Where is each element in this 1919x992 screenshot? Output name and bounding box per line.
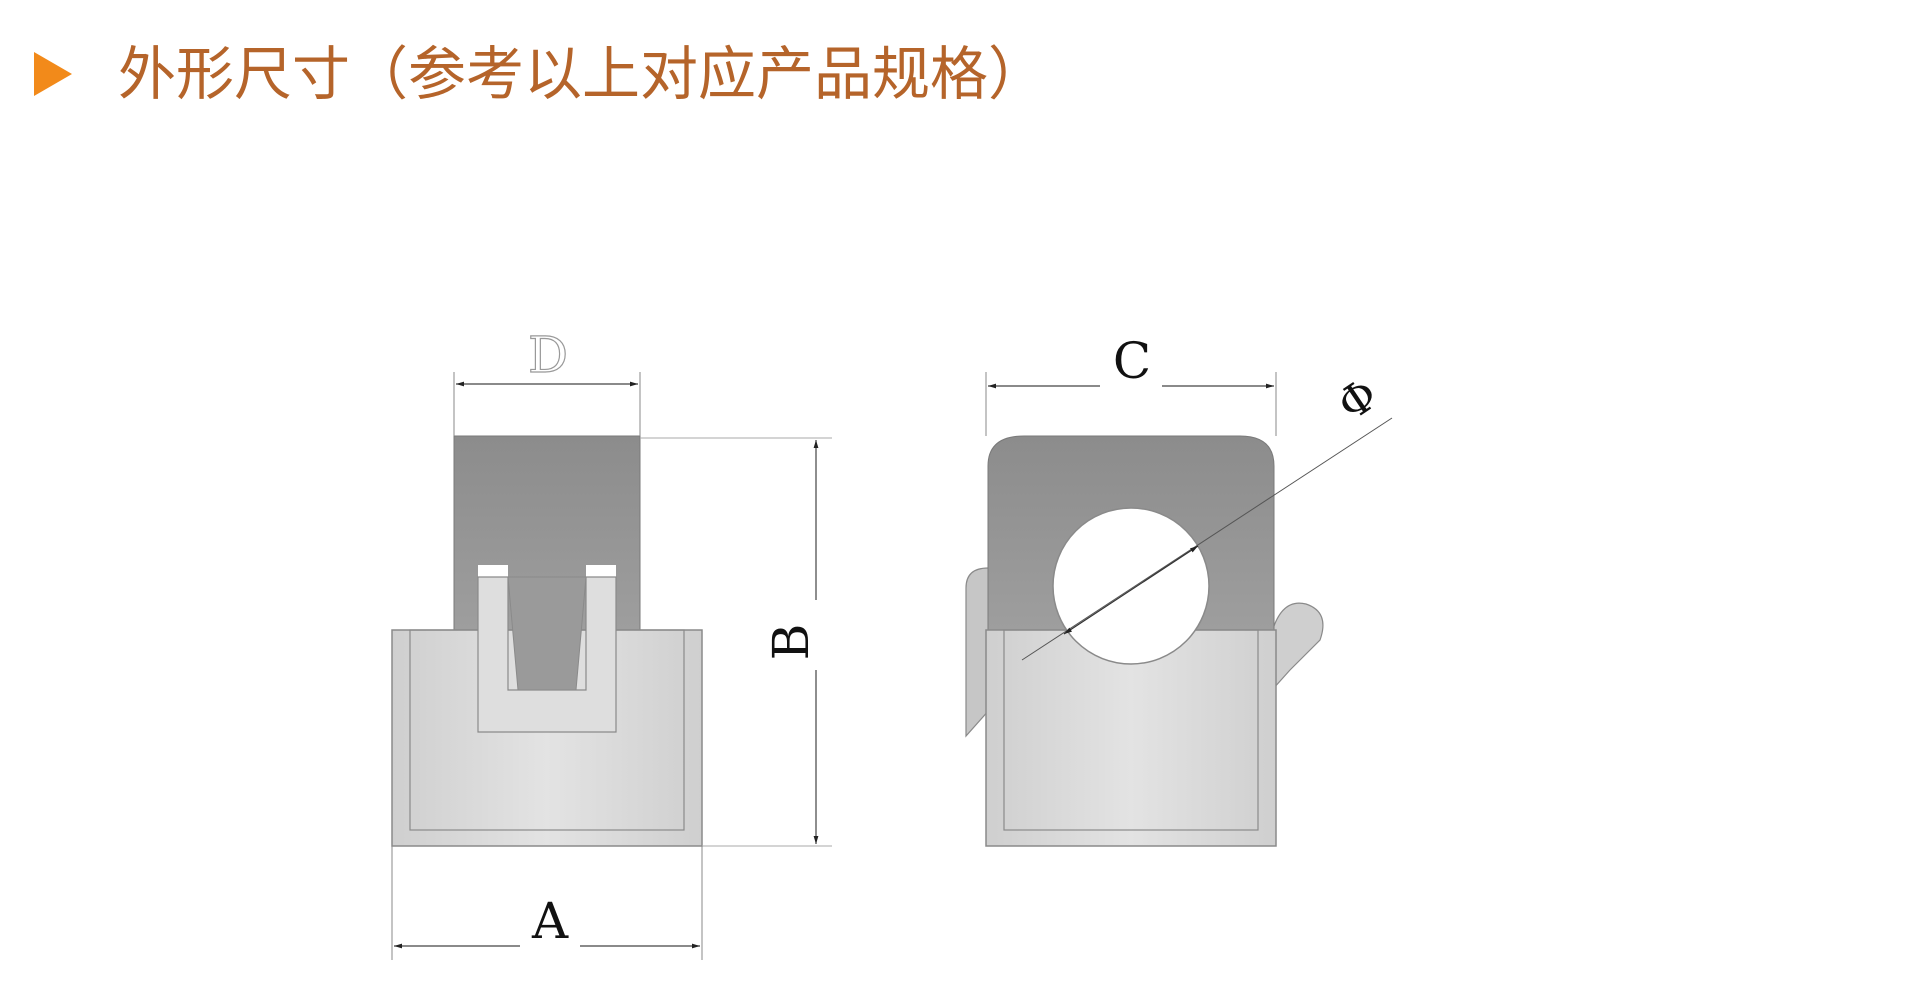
label-phi: Φ bbox=[1329, 369, 1387, 431]
right-latch bbox=[1271, 602, 1324, 692]
side-view: D B A bbox=[391, 325, 840, 960]
label-a: A bbox=[531, 892, 569, 950]
label-c: C bbox=[1113, 332, 1151, 390]
label-d: D bbox=[528, 326, 568, 384]
header: 外形尺寸（参考以上对应产品规格） bbox=[0, 0, 1919, 130]
play-triangle-icon bbox=[34, 52, 72, 96]
label-b: B bbox=[762, 624, 820, 661]
housing-body-front bbox=[985, 629, 1277, 847]
through-hole bbox=[1052, 507, 1210, 665]
core-prong bbox=[507, 576, 587, 691]
core-notch-left bbox=[478, 565, 508, 577]
page-title: 外形尺寸（参考以上对应产品规格） bbox=[118, 40, 1047, 108]
front-view: Φ C bbox=[965, 330, 1393, 847]
core-notch-right bbox=[586, 565, 616, 577]
